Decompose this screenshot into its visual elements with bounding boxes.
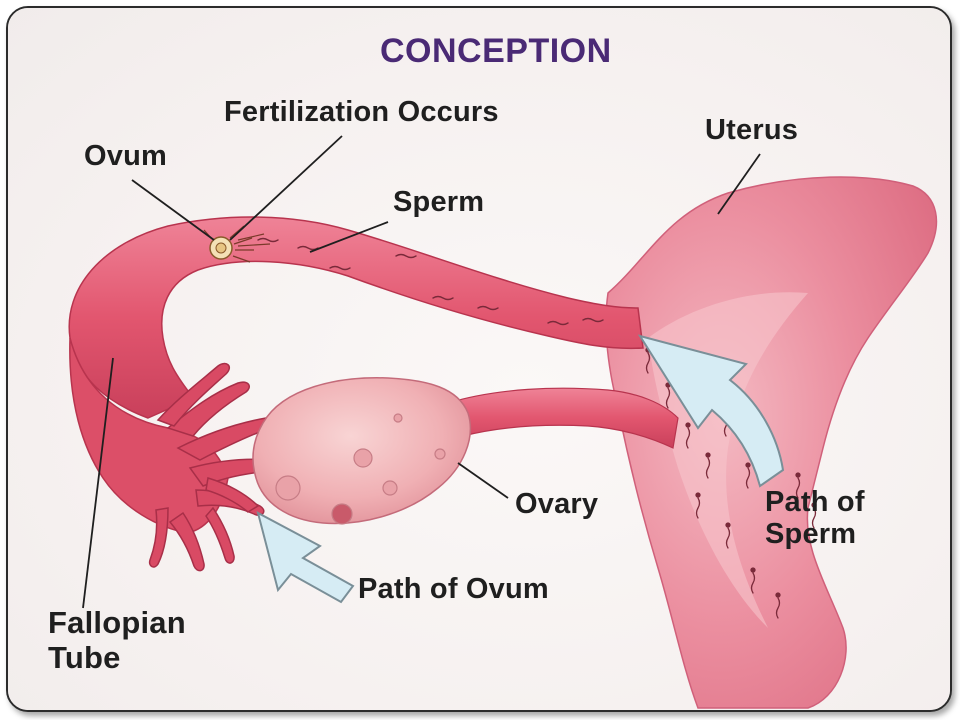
label-fertilization-occurs: Fertilization Occurs: [224, 96, 499, 128]
diagram-title: CONCEPTION: [380, 32, 612, 70]
leader-sperm: [309, 221, 389, 253]
leader-ovum: [131, 179, 215, 241]
path-of-sperm-arrow: [637, 334, 785, 488]
label-ovary: Ovary: [515, 488, 599, 520]
anatomy-illustration: [68, 135, 938, 709]
ovum-cell: [203, 225, 271, 263]
label-path-of-sperm-line2: Sperm: [765, 518, 857, 551]
slide-frame: CONCEPTION Fertilization Occurs Ovum Ute…: [6, 6, 952, 712]
conception-diagram: CONCEPTION Fertilization Occurs Ovum Ute…: [8, 8, 950, 710]
label-sperm: Sperm: [393, 186, 485, 218]
label-path-of-sperm: Path of Sperm: [765, 486, 865, 551]
label-fallopian-tube-line2: Tube: [48, 639, 121, 675]
ovary-follicles: [275, 413, 446, 525]
ovarian-ligament-shape: [447, 387, 679, 449]
leader-fertilization: [229, 135, 343, 241]
label-fallopian-tube: Fallopian Tube: [48, 605, 186, 675]
path-of-ovum-arrow: [256, 511, 355, 604]
sperm-in-tube: [257, 237, 604, 326]
fallopian-tube-shape: [68, 216, 644, 419]
label-path-of-ovum: Path of Ovum: [358, 573, 549, 605]
label-uterus: Uterus: [705, 114, 799, 146]
leader-lines: [82, 135, 761, 609]
label-path-of-sperm-line1: Path of: [765, 486, 865, 518]
label-fallopian-tube-line1: Fallopian: [48, 605, 186, 640]
leader-uterus: [717, 153, 761, 215]
label-ovum: Ovum: [84, 140, 167, 172]
leader-fallopian: [82, 357, 114, 609]
leader-ovary: [457, 462, 509, 499]
